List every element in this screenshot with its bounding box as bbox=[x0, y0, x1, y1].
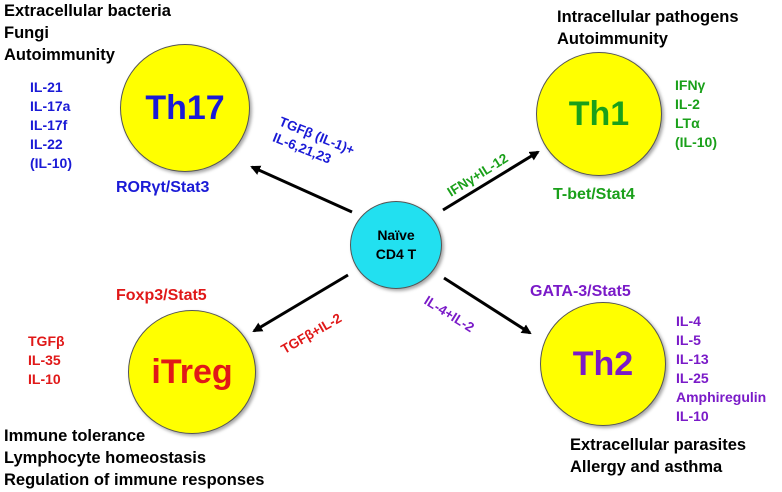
th17-cytokine: (IL-10) bbox=[30, 155, 72, 171]
th2-function: Extracellular parasites bbox=[570, 436, 747, 454]
th2-cytokine: IL-4 bbox=[676, 313, 701, 329]
naive-cd4-t-cell: Naïve CD4 T bbox=[350, 201, 442, 289]
th17-function: Fungi bbox=[4, 24, 49, 42]
th1-name: Th1 bbox=[568, 94, 630, 133]
th17-transcription-factor: RORγt/Stat3 bbox=[116, 179, 210, 196]
th17-cytokine: IL-22 bbox=[30, 136, 63, 152]
th2-functions: Extracellular parasites Allergy and asth… bbox=[570, 434, 746, 478]
th17-cytokine: IL-17a bbox=[30, 98, 71, 114]
th2-cytokines: IL-4 IL-5 IL-13 IL-25 Amphiregulin IL-10 bbox=[676, 312, 766, 426]
itreg-transcription-factor: Foxp3/Stat5 bbox=[116, 287, 207, 304]
th2-cytokine: Amphiregulin bbox=[676, 389, 767, 405]
itreg-node: iTreg bbox=[128, 310, 256, 434]
th17-cytokines: IL-21 IL-17a IL-17f IL-22 (IL-10) bbox=[30, 78, 72, 173]
itreg-function: Lymphocyte homeostasis bbox=[4, 449, 207, 467]
th2-name: Th2 bbox=[572, 344, 634, 383]
th17-function: Autoimmunity bbox=[4, 46, 115, 64]
th2-transcription-factor: GATA-3/Stat5 bbox=[530, 283, 631, 300]
th2-cytokine: IL-5 bbox=[676, 332, 701, 348]
itreg-functions: Immune tolerance Lymphocyte homeostasis … bbox=[4, 425, 264, 491]
th17-node: Th17 bbox=[120, 44, 250, 172]
th1-function: Autoimmunity bbox=[557, 30, 668, 48]
th2-function: Allergy and asthma bbox=[570, 458, 723, 476]
th17-cytokine: IL-17f bbox=[30, 117, 68, 133]
itreg-function: Regulation of immune responses bbox=[4, 471, 265, 489]
th17-functions: Extracellular bacteria Fungi Autoimmunit… bbox=[4, 0, 171, 66]
itreg-cytokine: IL-35 bbox=[28, 352, 61, 368]
th2-cytokine: IL-10 bbox=[676, 408, 709, 424]
th17-cytokine: IL-21 bbox=[30, 79, 63, 95]
arrow-to-th1 bbox=[442, 150, 540, 212]
itreg-function: Immune tolerance bbox=[4, 427, 146, 445]
naive-label-line1: Naïve bbox=[377, 227, 415, 243]
th17-function: Extracellular bacteria bbox=[4, 2, 171, 20]
th1-cytokine: (IL-10) bbox=[675, 134, 717, 150]
itreg-cytokines: TGFβ IL-35 IL-10 bbox=[28, 332, 65, 389]
th1-cytokines: IFNγ IL-2 LTα (IL-10) bbox=[675, 76, 717, 152]
th1-function: Intracellular pathogens bbox=[557, 8, 739, 26]
itreg-name: iTreg bbox=[151, 352, 233, 391]
itreg-cytokine: IL-10 bbox=[28, 371, 61, 387]
th2-cytokine: IL-25 bbox=[676, 370, 709, 386]
arrow-to-th17 bbox=[250, 165, 353, 214]
arrow-to-th2 bbox=[443, 276, 532, 335]
th17-name: Th17 bbox=[145, 88, 225, 127]
th1-node: Th1 bbox=[536, 52, 662, 176]
arrow-to-itreg bbox=[252, 273, 349, 333]
th1-cytokine: IL-2 bbox=[675, 96, 700, 112]
itreg-cytokine: TGFβ bbox=[28, 333, 65, 349]
th1-transcription-factor: T-bet/Stat4 bbox=[553, 186, 635, 203]
th1-cytokine: LTα bbox=[675, 115, 700, 131]
naive-label-line2: CD4 T bbox=[375, 246, 417, 262]
th2-cytokine: IL-13 bbox=[676, 351, 709, 367]
th2-node: Th2 bbox=[540, 302, 666, 426]
th1-cytokine: IFNγ bbox=[675, 77, 706, 93]
th1-functions: Intracellular pathogens Autoimmunity bbox=[557, 6, 739, 50]
